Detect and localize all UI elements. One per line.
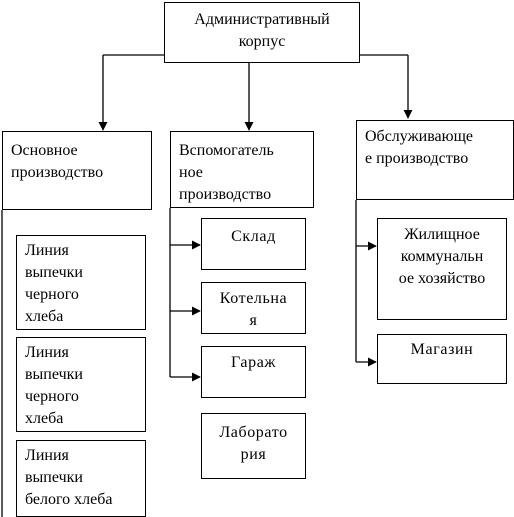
leaf-node-label: Линия выпечки белого хлеба	[25, 447, 113, 508]
branch-node-auxiliary-production: Вспомогатель ное производство	[170, 131, 314, 208]
leaf-node-label: Котельна я	[219, 290, 288, 329]
branch-node-label: Вспомогатель ное производство	[179, 142, 274, 203]
root-node-administration: Административный корпус	[164, 2, 360, 63]
leaf-node-boiler-room: Котельна я	[201, 282, 306, 334]
leaf-node-white-bread-line: Линия выпечки белого хлеба	[16, 440, 146, 517]
leaf-node-label: Линия выпечки черного хлеба	[25, 242, 83, 325]
leaf-node-label: Жилищное коммунальн ое хозяйство	[398, 226, 486, 287]
leaf-node-label: Магазин	[410, 341, 474, 358]
branch-node-service-production: Обслуживающе е производство	[356, 120, 514, 200]
branch-node-label: Основное производство	[11, 142, 104, 181]
connectors	[1, 54, 413, 517]
leaf-node-label: Гараж	[230, 354, 277, 371]
leaf-node-label: Лаборато рия	[219, 424, 288, 463]
leaf-node-black-bread-line-1: Линия выпечки черного хлеба	[16, 235, 146, 330]
leaf-node-shop: Магазин	[377, 334, 507, 384]
branch-node-label: Обслуживающе е производство	[365, 128, 474, 167]
leaf-node-black-bread-line-2: Линия выпечки черного хлеба	[16, 337, 146, 432]
leaf-node-warehouse: Склад	[201, 218, 306, 270]
leaf-node-label: Склад	[231, 228, 276, 245]
leaf-node-housing-utilities: Жилищное коммунальн ое хозяйство	[377, 218, 507, 320]
leaf-node-garage: Гараж	[201, 346, 306, 398]
leaf-node-label: Линия выпечки черного хлеба	[25, 344, 83, 427]
root-node-label: Административный корпус	[194, 11, 330, 50]
branch-node-main-production: Основное производство	[2, 131, 152, 210]
leaf-node-laboratory: Лаборато рия	[201, 413, 306, 479]
